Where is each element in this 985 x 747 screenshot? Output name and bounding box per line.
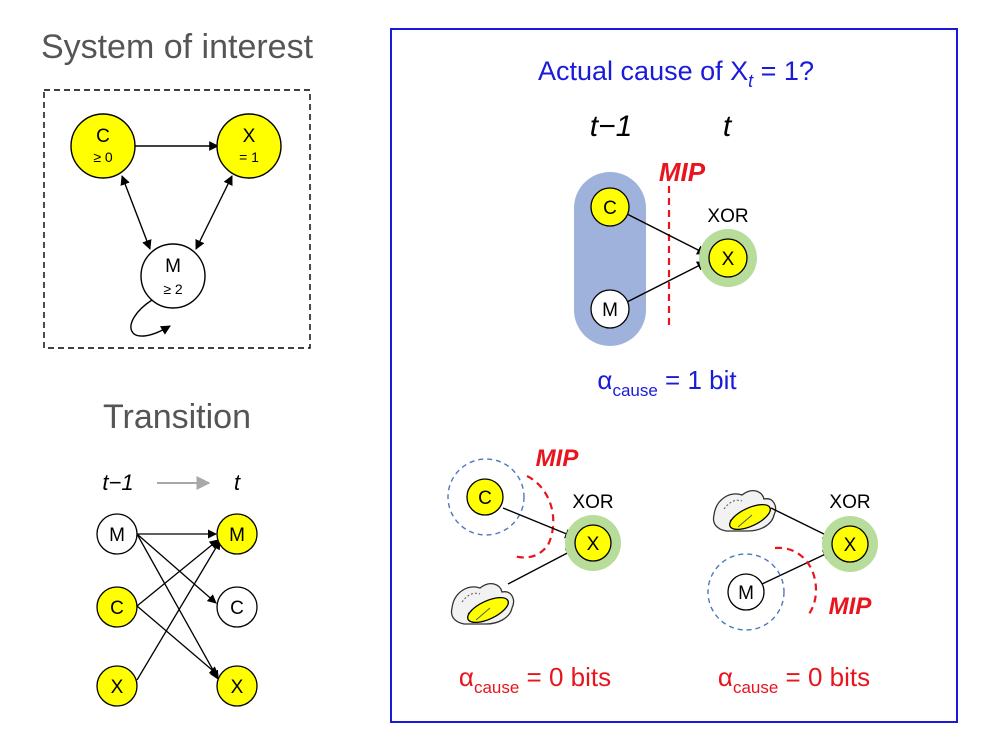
transition-now-node-c-label: C xyxy=(230,598,244,619)
br-edge-m-x xyxy=(761,550,833,585)
system-of-interest-section: System of interest C ≥ 0 X = 1 M ≥ 2 xyxy=(41,28,314,349)
edge-c-m xyxy=(120,175,152,250)
top-node-m: M xyxy=(590,289,630,329)
top-t-now: t xyxy=(723,110,733,143)
top-edge-m-x xyxy=(626,261,707,303)
transition-prev-node-m: M xyxy=(96,513,138,555)
top-diagram: t−1 t MIP XOR C M X αcause = 1 bit xyxy=(574,110,757,400)
transition-prev-node-m-label: M xyxy=(109,525,125,546)
bl-edge-c-x xyxy=(502,507,575,539)
top-gate-label: XOR xyxy=(707,206,748,227)
transition-edges xyxy=(136,529,221,681)
br-node-x-label: X xyxy=(844,535,857,556)
system-title: System of interest xyxy=(41,28,314,66)
bl-node-c-label: C xyxy=(478,488,492,509)
system-node-m-label: M xyxy=(165,256,181,277)
edge-x-m xyxy=(195,175,233,250)
transition-prev-node-c-label: C xyxy=(110,598,124,619)
top-node-m-label: M xyxy=(602,300,618,321)
bl-node-x-label: X xyxy=(587,534,600,555)
panel-border xyxy=(390,28,958,723)
bl-node-x: X xyxy=(565,515,621,571)
br-mip-cut xyxy=(774,546,818,615)
bl-alpha: αcause = 0 bits xyxy=(459,662,611,697)
bottom-right-diagram: XOR M X MIP αcause = 0 bits xyxy=(707,489,878,697)
top-node-c: C xyxy=(590,187,630,227)
top-t-prev: t−1 xyxy=(590,110,633,143)
br-node-x: X xyxy=(822,516,878,572)
br-alpha: αcause = 0 bits xyxy=(718,662,870,697)
top-node-x-label: X xyxy=(722,249,735,270)
system-boundary xyxy=(43,89,311,349)
transition-section: Transition t−1 t M C X M xyxy=(96,398,258,707)
transition-now-node-m: M xyxy=(216,513,258,555)
system-node-x: X = 1 xyxy=(216,113,282,179)
panel-question: Actual cause of Xt = 1? xyxy=(538,56,814,91)
system-node-c-label: C xyxy=(96,126,110,147)
transition-now-node-x-label: X xyxy=(231,677,244,698)
bl-edge-noise-x xyxy=(507,548,576,585)
bl-node-c: C xyxy=(466,478,504,516)
top-alpha: αcause = 1 bit xyxy=(597,365,737,400)
transition-now-node-m-label: M xyxy=(229,525,245,546)
br-hand-icon xyxy=(712,489,777,536)
system-node-c-state: ≥ 0 xyxy=(93,149,113,165)
transition-prev-node-x-label: X xyxy=(111,677,124,698)
transition-title: Transition xyxy=(103,398,251,436)
br-gate-label: XOR xyxy=(829,492,870,513)
br-edge-noise-x xyxy=(770,507,833,539)
br-node-m-label: M xyxy=(738,583,754,604)
transition-now-node-c: C xyxy=(216,586,258,628)
top-node-c-label: C xyxy=(603,198,617,219)
bl-mip-label: MIP xyxy=(536,445,580,472)
edge-m-self-loop xyxy=(130,299,171,337)
transition-now-node-x: X xyxy=(216,665,258,707)
bl-hand-icon xyxy=(450,582,515,629)
bl-gate-label: XOR xyxy=(572,492,613,513)
actual-cause-panel: Actual cause of Xt = 1? t−1 t MIP XOR C … xyxy=(390,28,958,723)
transition-prev-node-c: C xyxy=(96,586,138,628)
top-edge-c-x xyxy=(626,213,707,255)
top-node-x: X xyxy=(699,229,757,287)
bl-mip-cut xyxy=(513,475,555,559)
br-noise-halo xyxy=(707,553,785,631)
transition-t-now: t xyxy=(234,470,241,495)
system-node-m: M ≥ 2 xyxy=(140,243,206,309)
top-mip-label: MIP xyxy=(659,157,706,187)
system-node-x-state: = 1 xyxy=(239,149,259,165)
system-node-c: C ≥ 0 xyxy=(70,113,136,179)
transition-prev-node-x: X xyxy=(96,665,138,707)
transition-t-prev: t−1 xyxy=(102,470,133,495)
bl-noise-halo xyxy=(447,458,525,536)
system-node-x-label: X xyxy=(243,126,256,147)
br-mip-label: MIP xyxy=(829,593,873,620)
br-node-m: M xyxy=(727,573,765,611)
system-node-m-state: ≥ 2 xyxy=(163,281,183,297)
bottom-left-diagram: MIP XOR C X αcause = 0 bits xyxy=(447,445,621,697)
